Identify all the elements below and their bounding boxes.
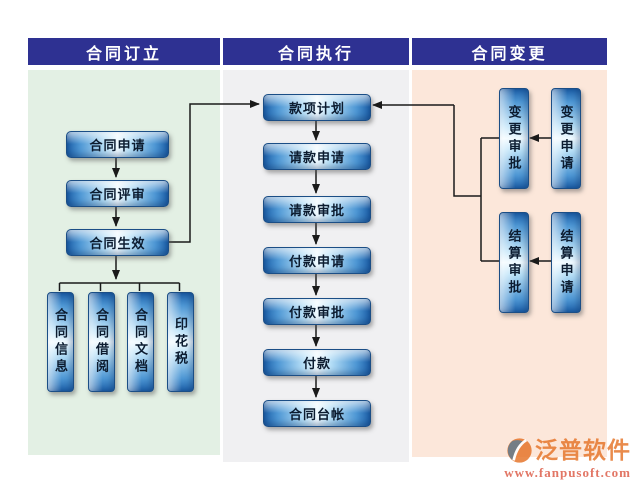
node-fund-request: 请款申请 — [263, 143, 371, 170]
header-change: 合同变更 — [412, 38, 607, 65]
header-establish: 合同订立 — [28, 38, 220, 65]
vendor-name: 泛普软件 — [535, 437, 631, 463]
node-payment-plan: 款项计划 — [263, 94, 371, 121]
node-contract-borrow: 合同借阅 — [88, 292, 115, 392]
vendor-watermark: 泛普软件 www.fanpusoft.com — [504, 437, 631, 481]
column-establish-bg — [28, 70, 220, 455]
node-settlement-request: 结算申请 — [551, 212, 581, 313]
node-contract-review: 合同评审 — [66, 180, 169, 207]
vendor-url: www.fanpusoft.com — [504, 465, 631, 480]
node-change-approval: 变更审批 — [499, 88, 529, 189]
node-contract-ledger: 合同台帐 — [263, 400, 371, 427]
header-execute: 合同执行 — [223, 38, 409, 65]
node-stamp-tax: 印花税 — [167, 292, 194, 392]
node-payment-apply: 付款申请 — [263, 247, 371, 274]
node-fund-request-approval: 请款审批 — [263, 196, 371, 223]
node-payment: 付款 — [263, 349, 371, 376]
node-contract-effective: 合同生效 — [66, 229, 169, 256]
node-contract-info: 合同信息 — [47, 292, 74, 392]
node-payment-approval: 付款审批 — [263, 298, 371, 325]
node-contract-apply: 合同申请 — [66, 131, 169, 158]
node-settlement-approval: 结算审批 — [499, 212, 529, 313]
fanpu-logo-icon — [507, 438, 532, 463]
node-contract-docs: 合同文档 — [127, 292, 154, 392]
node-change-request: 变更申请 — [551, 88, 581, 189]
